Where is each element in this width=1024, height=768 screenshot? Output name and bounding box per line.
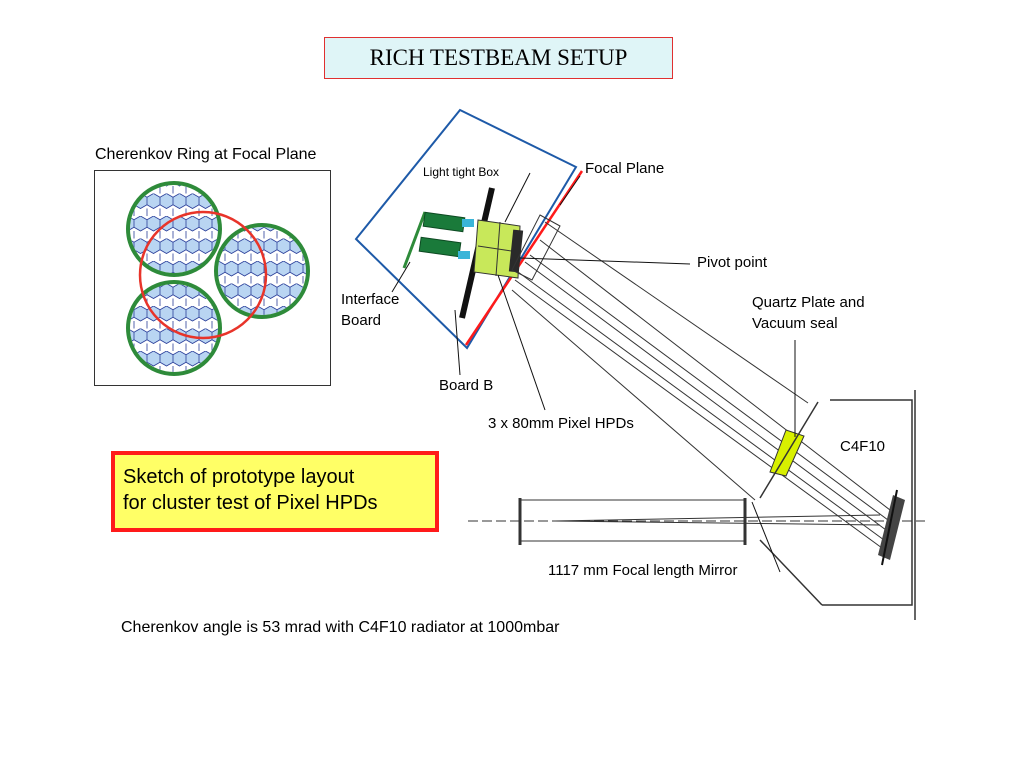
- interface-board-label-1: Interface: [341, 291, 400, 308]
- focal-plane-label: Focal Plane: [585, 160, 665, 177]
- interface-board-leader: [391, 261, 411, 293]
- page-title: RICH TESTBEAM SETUP: [324, 37, 673, 79]
- mirror-leader: [751, 501, 781, 573]
- beam-tube: [511, 221, 891, 549]
- beam-pipe: [468, 498, 925, 545]
- board-b-label: Board B: [439, 377, 494, 394]
- interface-board: [402, 211, 427, 269]
- quartz-plate-label-1: Quartz Plate and: [752, 294, 865, 311]
- pivot-point-leader: [519, 257, 691, 265]
- cherenkov-ring-figure: [126, 181, 310, 376]
- sketch-note-line-2: for cluster test of Pixel HPDs: [123, 492, 378, 514]
- mirror-label: 1117 mm Focal length Mirror: [548, 562, 738, 579]
- sketch-note-box: Sketch of prototype layout for cluster t…: [111, 451, 439, 532]
- hpd-assembly: [418, 211, 524, 279]
- mirror: [878, 489, 905, 566]
- cherenkov-ring: [138, 210, 268, 340]
- pivot-point-label: Pivot point: [697, 254, 768, 271]
- pixel-hpds-leader: [497, 274, 546, 411]
- c4f10-vessel: [759, 390, 916, 620]
- interface-board-label-2: Board: [341, 312, 382, 329]
- ring-panel: [94, 170, 331, 386]
- board-b-leader: [454, 309, 461, 376]
- cherenkov-angle-note: Cherenkov angle is 53 mrad with C4F10 ra…: [121, 619, 560, 636]
- focal-plane-leader: [559, 175, 581, 206]
- hpd-circle-top: [126, 181, 222, 277]
- c4f10-label: C4F10: [840, 438, 886, 455]
- sketch-note-line-1: Sketch of prototype layout: [123, 466, 355, 488]
- quartz-plate-label-2: Vacuum seal: [752, 315, 838, 332]
- light-box-leader: [504, 172, 531, 223]
- cherenkov-ring-label: Cherenkov Ring at Focal Plane: [95, 146, 317, 163]
- pixel-hpds-label: 3 x 80mm Pixel HPDs: [488, 415, 634, 432]
- light-tight-box: [354, 108, 578, 350]
- hpd-circle-bottom: [126, 280, 222, 376]
- light-tight-box-label: Light tight Box: [423, 165, 500, 179]
